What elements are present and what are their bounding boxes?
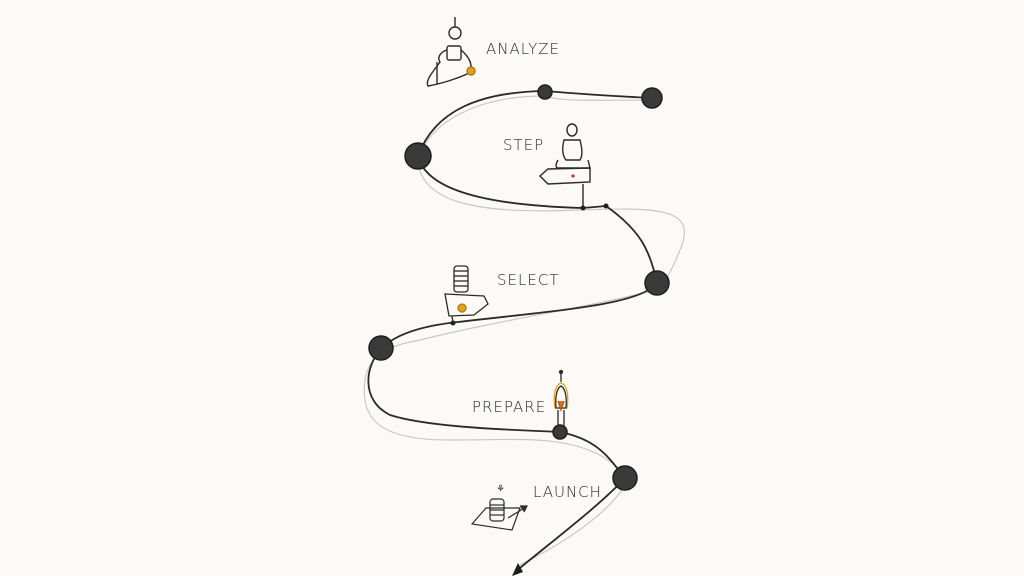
person-at-laptop-icon [538,123,591,208]
step-label-launch: LAUNCH [533,483,602,501]
coin-stack-on-platform-icon: ⚘ [470,484,528,531]
step-label-select: SELECT [497,271,560,289]
rocket-icon [553,369,569,426]
path-main [367,90,658,573]
stacked-coins-on-boat-icon [444,265,489,324]
path-nodes [368,84,670,491]
svg-text:⚘: ⚘ [496,484,505,495]
path-end-arrow-icon [512,563,523,576]
step-label-step: STEP [503,136,545,154]
step-label-analyze: ANALYZE [486,40,561,58]
robot-with-orange-button-icon [426,17,476,87]
step-label-prepare: PREPARE [472,398,547,416]
